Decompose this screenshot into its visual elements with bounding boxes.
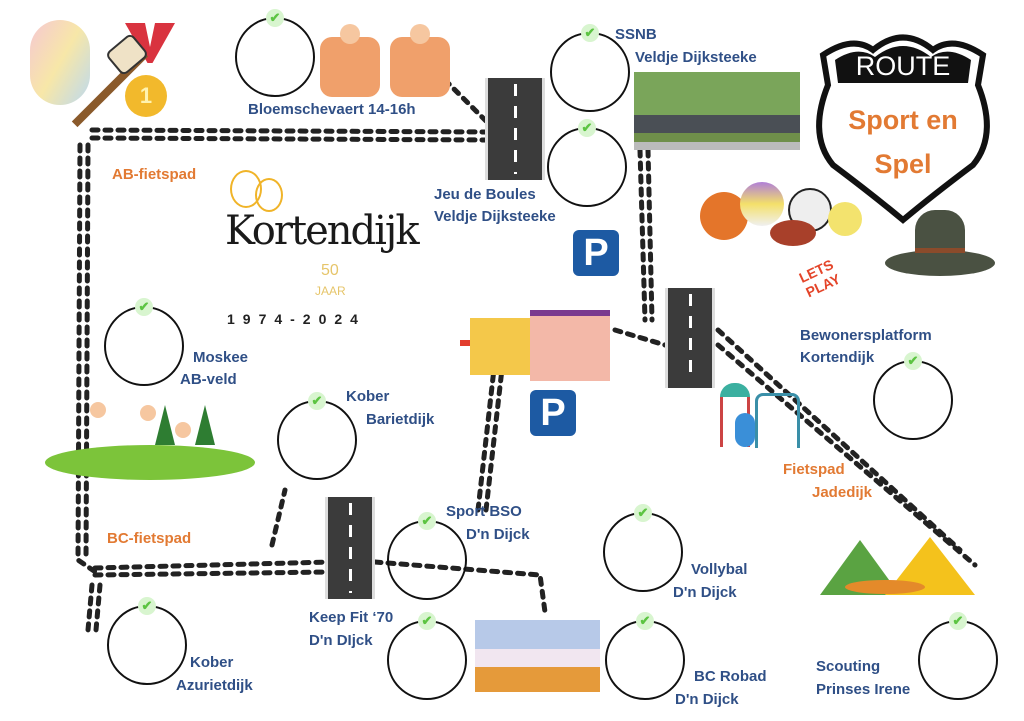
trail-mid xyxy=(612,327,978,568)
trail-center xyxy=(637,147,655,323)
check-icon: ✔ xyxy=(308,392,326,410)
station-moskee-stamp[interactable]: ✔ xyxy=(104,298,184,386)
station-label: Kortendijk xyxy=(800,349,875,366)
station-label: Keep Fit ‘70 xyxy=(309,609,394,626)
sports-balls-illustration: LETS PLAY xyxy=(690,180,870,300)
station-label: AB-veld xyxy=(180,371,237,388)
station-label: Bloemschevaert 14-16h xyxy=(248,101,416,118)
station-label: Veldje Dijksteeke xyxy=(434,208,556,225)
station-keep-fit-stamp[interactable]: ✔ xyxy=(387,612,467,700)
station-label: D'n Dijck xyxy=(675,691,739,708)
station-label: Jeu de Boules xyxy=(434,186,536,203)
dijksteeke-building-photo xyxy=(634,72,800,150)
trail-kober-barietdijk xyxy=(269,487,288,548)
trail-bottom xyxy=(92,559,333,578)
check-icon: ✔ xyxy=(904,352,922,370)
medal: 1 xyxy=(125,75,167,117)
scout-hat-illustration xyxy=(885,210,995,285)
marshmallow-medal-icon: 1 xyxy=(25,15,185,145)
check-icon: ✔ xyxy=(949,612,967,630)
station-label: Bewonersplatform xyxy=(800,327,932,344)
path-label-ab-fietspad: AB-fietspad xyxy=(112,166,197,183)
road-segment xyxy=(665,288,715,388)
supermarket-illustration xyxy=(460,310,615,381)
parking-icon: P xyxy=(573,230,619,276)
station-label: D'n Dijck xyxy=(466,526,530,543)
station-bewonersplatform-stamp[interactable]: ✔ xyxy=(873,352,953,440)
station-label: Scouting xyxy=(816,658,881,675)
kids-playing-field-illustration xyxy=(45,400,260,495)
station-bloemschevaert-stamp[interactable]: ✔ xyxy=(235,9,315,97)
station-sport-bso-stamp[interactable]: ✔ xyxy=(387,512,467,600)
trail-top xyxy=(89,127,493,143)
station-label: BC Robad xyxy=(694,668,767,685)
sports-hall-illustration xyxy=(475,620,600,692)
check-icon: ✔ xyxy=(418,612,436,630)
kortendijk-50-logo: Kortendijk 50 JAAR 1974-2024 xyxy=(225,170,430,335)
station-label: Kober xyxy=(346,388,390,405)
station-kober-barietdijk-stamp[interactable]: ✔ xyxy=(277,392,357,480)
trail-sportbso-up xyxy=(475,357,506,513)
path-label-fietspad-jadedijk: Fietspad xyxy=(783,461,845,478)
scout-camp-illustration xyxy=(785,535,975,600)
trail-left xyxy=(75,142,103,578)
station-label: Sport BSO xyxy=(446,503,522,520)
station-label: D'n Dijck xyxy=(673,584,737,601)
playground-illustration xyxy=(715,383,800,448)
check-icon: ✔ xyxy=(634,504,652,522)
parking-icon: P xyxy=(530,390,576,436)
path-label-fietspad-jadedijk-2: Jadedijk xyxy=(812,484,873,501)
station-label: SSNB xyxy=(615,26,657,43)
check-icon: ✔ xyxy=(581,24,599,42)
road-segment xyxy=(485,78,545,180)
station-label: Moskee xyxy=(193,349,249,366)
check-icon: ✔ xyxy=(636,612,654,630)
station-vollybal-stamp[interactable]: ✔ xyxy=(603,504,683,592)
trail-azurietdijk xyxy=(85,582,103,633)
station-label: Kober xyxy=(190,654,234,671)
check-icon: ✔ xyxy=(135,298,153,316)
station-label: Azurietdijk xyxy=(176,677,253,694)
station-label: Vollybal xyxy=(691,561,748,578)
check-icon: ✔ xyxy=(266,9,284,27)
road-segment xyxy=(325,497,375,599)
station-scouting-stamp[interactable]: ✔ xyxy=(918,612,998,700)
check-icon: ✔ xyxy=(418,512,436,530)
trail-bloem xyxy=(442,77,493,128)
route-shield-logo: ROUTE Sport en Spel xyxy=(813,25,993,225)
station-label: Veldje Dijksteeke xyxy=(635,49,757,66)
station-ssnb-stamp[interactable]: ✔ xyxy=(550,24,630,112)
station-label: Prinses Irene xyxy=(816,681,911,698)
station-label: Barietdijk xyxy=(366,411,435,428)
station-jeu-de-boules-stamp[interactable]: ✔ xyxy=(547,119,627,207)
check-icon: ✔ xyxy=(138,597,156,615)
station-kober-azurietdijk-stamp[interactable]: ✔ xyxy=(107,597,187,685)
elderly-couple-illustration xyxy=(320,22,450,100)
station-label: D'n DIjck xyxy=(309,632,373,649)
path-label-bc-fietspad: BC-fietspad xyxy=(107,530,192,547)
station-bc-robad-stamp[interactable]: ✔ xyxy=(605,612,685,700)
shield-icon xyxy=(816,34,990,224)
check-icon: ✔ xyxy=(578,119,596,137)
